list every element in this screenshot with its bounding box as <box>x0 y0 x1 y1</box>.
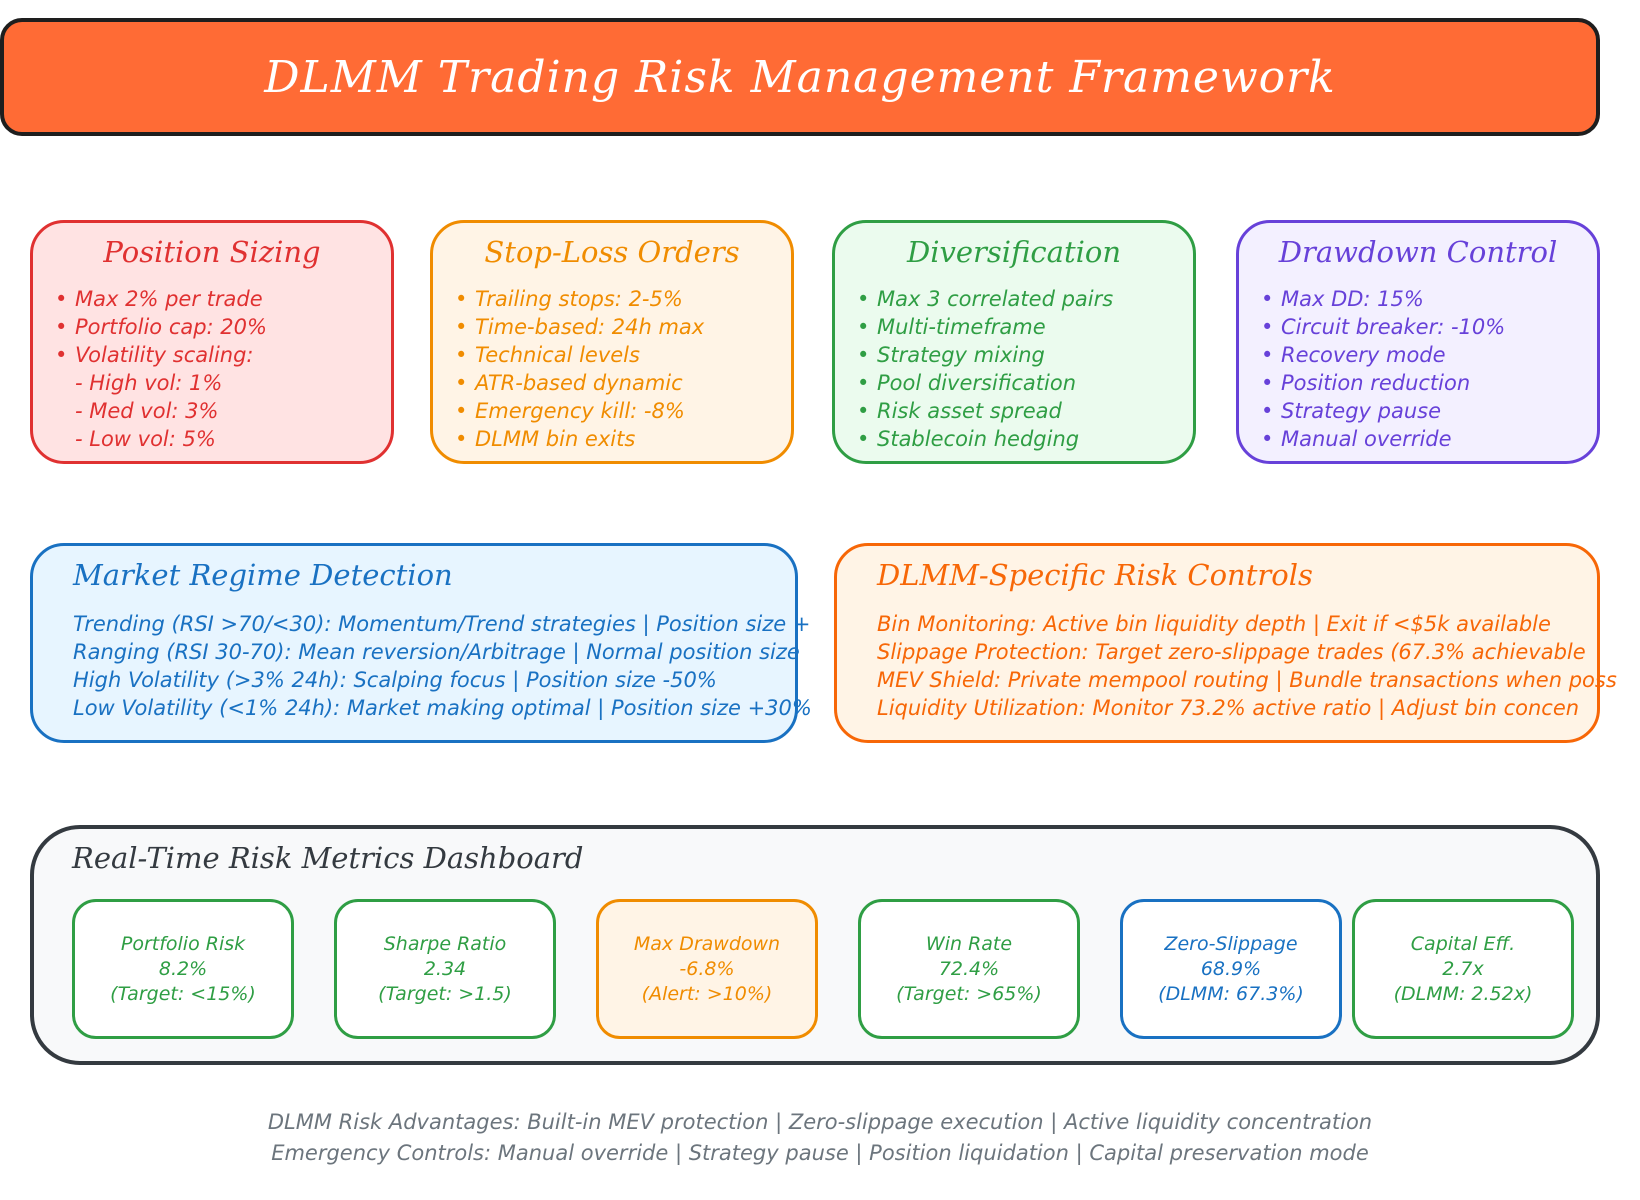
list-item: •Trailing stops: 2-5% <box>455 287 683 311</box>
position-sizing-list: •Max 2% per trade •Portfolio cap: 20% •V… <box>55 285 369 453</box>
metric-zero-slippage: Zero-Slippage 68.9% (DLMM: 67.3%) <box>1120 899 1342 1039</box>
metric-max-drawdown: Max Drawdown -6.8% (Alert: >10%) <box>596 899 818 1039</box>
metric-label: Sharpe Ratio <box>383 932 507 955</box>
list-item: •Risk asset spread <box>857 399 1062 423</box>
list-item: •Strategy mixing <box>857 343 1045 367</box>
list-item: Low Volatility (<1% 24h): Market making … <box>73 696 812 720</box>
metric-label: Win Rate <box>925 932 1013 955</box>
list-item: •Portfolio cap: 20% <box>55 315 267 339</box>
diversification-card: Diversification •Max 3 correlated pairs … <box>832 220 1196 464</box>
list-subitem: - Low vol: 5% <box>75 427 216 451</box>
metric-note: (Target: <15%) <box>110 982 256 1005</box>
list-item: •Time-based: 24h max <box>455 315 705 339</box>
list-item: •Technical levels <box>455 343 640 367</box>
metric-value: 68.9% <box>1200 957 1262 980</box>
list-subitem: - Med vol: 3% <box>75 399 219 423</box>
metric-label: Zero-Slippage <box>1164 932 1298 955</box>
metric-note: (DLMM: 2.52x) <box>1393 982 1533 1005</box>
metric-value: 8.2% <box>158 957 208 980</box>
drawdown-control-title: Drawdown Control <box>1278 235 1558 269</box>
drawdown-control-card: Drawdown Control •Max DD: 15% •Circuit b… <box>1236 220 1600 464</box>
footer-emergency-controls: Emergency Controls: Manual override | St… <box>271 1141 1369 1165</box>
list-item: •Manual override <box>1261 427 1452 451</box>
diversification-list: •Max 3 correlated pairs •Multi-timeframe… <box>857 285 1171 453</box>
position-sizing-card: Position Sizing •Max 2% per trade •Portf… <box>30 220 394 464</box>
market-regime-card: Market Regime Detection Trending (RSI >7… <box>30 543 812 743</box>
drawdown-control-list: •Max DD: 15% •Circuit breaker: -10% •Rec… <box>1261 285 1575 453</box>
list-item: •Max DD: 15% <box>1261 287 1424 311</box>
stop-loss-title: Stop-Loss Orders <box>484 235 740 269</box>
metric-value: 2.34 <box>423 957 467 980</box>
footer-advantages: DLMM Risk Advantages: Built-in MEV prote… <box>267 1110 1373 1134</box>
stop-loss-card: Stop-Loss Orders •Trailing stops: 2-5% •… <box>430 220 794 464</box>
dlmm-risk-controls-title: DLMM-Specific Risk Controls <box>877 558 1313 592</box>
metric-value: -6.8% <box>679 957 735 980</box>
list-item: Slippage Protection: Target zero-slippag… <box>877 640 1586 664</box>
list-item: •Volatility scaling: <box>55 343 254 367</box>
list-item: •Circuit breaker: -10% <box>1261 315 1506 339</box>
stop-loss-list: •Trailing stops: 2-5% •Time-based: 24h m… <box>455 285 769 453</box>
title-banner: DLMM Trading Risk Management Framework <box>0 18 1600 136</box>
list-item: •DLMM bin exits <box>455 427 636 451</box>
metric-note: (Target: >65%) <box>896 982 1042 1005</box>
metric-note: (Alert: >10%) <box>641 982 773 1005</box>
list-subitem: - High vol: 1% <box>75 371 223 395</box>
list-item: •Recovery mode <box>1261 343 1446 367</box>
list-item: Trending (RSI >70/<30): Momentum/Trend s… <box>73 612 811 636</box>
list-item: Ranging (RSI 30-70): Mean reversion/Arbi… <box>73 640 800 664</box>
list-item: Liquidity Utilization: Monitor 73.2% act… <box>877 696 1580 720</box>
list-item: MEV Shield: Private mempool routing | Bu… <box>877 668 1617 692</box>
metric-value: 72.4% <box>938 957 1000 980</box>
list-item: •Pool diversification <box>857 371 1076 395</box>
dashboard-title: Real-Time Risk Metrics Dashboard <box>72 841 584 875</box>
list-item: •Max 2% per trade <box>55 287 263 311</box>
metric-portfolio-risk: Portfolio Risk 8.2% (Target: <15%) <box>72 899 294 1039</box>
dlmm-risk-controls-card: DLMM-Specific Risk Controls Bin Monitori… <box>834 543 1617 743</box>
diversification-title: Diversification <box>906 235 1122 269</box>
metric-note: (DLMM: 67.3%) <box>1158 982 1304 1005</box>
list-item: Bin Monitoring: Active bin liquidity dep… <box>877 612 1551 636</box>
metric-value: 2.7x <box>1442 957 1484 980</box>
metric-label: Max Drawdown <box>633 932 781 955</box>
dlmm-risk-controls-list: Bin Monitoring: Active bin liquidity dep… <box>877 610 1617 722</box>
metric-label: Capital Eff. <box>1410 932 1516 955</box>
metric-win-rate: Win Rate 72.4% (Target: >65%) <box>858 899 1080 1039</box>
list-item: •Emergency kill: -8% <box>455 399 685 423</box>
metric-note: (Target: >1.5) <box>378 982 512 1005</box>
list-item: •ATR-based dynamic <box>455 371 683 395</box>
metric-capital-efficiency: Capital Eff. 2.7x (DLMM: 2.52x) <box>1352 899 1574 1039</box>
metric-sharpe-ratio: Sharpe Ratio 2.34 (Target: >1.5) <box>334 899 556 1039</box>
list-item: •Strategy pause <box>1261 399 1442 423</box>
list-item: •Position reduction <box>1261 371 1471 395</box>
page-title: DLMM Trading Risk Management Framework <box>264 51 1336 103</box>
risk-metrics-dashboard: Real-Time Risk Metrics Dashboard Portfol… <box>30 825 1600 1065</box>
position-sizing-title: Position Sizing <box>103 235 321 269</box>
market-regime-list: Trending (RSI >70/<30): Momentum/Trend s… <box>73 610 812 722</box>
market-regime-title: Market Regime Detection <box>73 558 453 592</box>
list-item: •Stablecoin hedging <box>857 427 1080 451</box>
list-item: High Volatility (>3% 24h): Scalping focu… <box>73 668 717 692</box>
metric-label: Portfolio Risk <box>120 932 246 955</box>
list-item: •Max 3 correlated pairs <box>857 287 1114 311</box>
list-item: •Multi-timeframe <box>857 315 1046 339</box>
